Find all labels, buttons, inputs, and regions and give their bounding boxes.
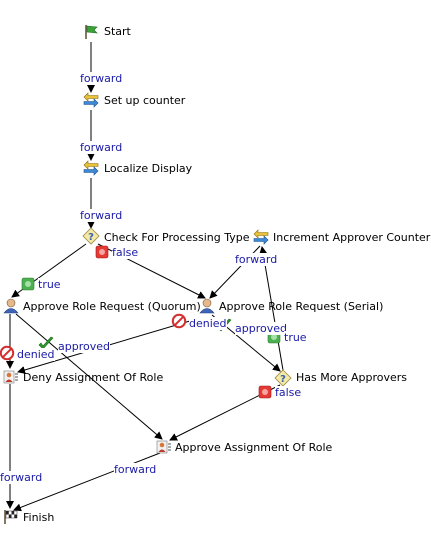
edge-label-forward[interactable]: forward <box>0 471 43 484</box>
decision-question-icon: ? <box>274 369 292 387</box>
role-assignment-icon <box>156 440 171 454</box>
denied-icon <box>171 313 187 329</box>
node-deny-assignment-of-role[interactable]: Deny Assignment Of Role <box>23 371 164 384</box>
edge-label-false[interactable]: false <box>275 386 302 399</box>
edge-approve-to-finish <box>13 452 161 512</box>
svg-text:?: ? <box>88 232 94 243</box>
green-flag-icon <box>85 25 98 39</box>
false-condition-icon <box>258 385 272 399</box>
denied-icon <box>0 345 15 361</box>
decision-question-icon: ? <box>82 227 100 245</box>
action-arrows-icon <box>83 160 99 176</box>
node-approve-role-request-quorum[interactable]: Approve Role Request (Quorum) <box>23 300 201 313</box>
false-condition-icon <box>95 245 109 259</box>
edges <box>6 42 284 512</box>
action-arrows-icon <box>83 92 99 108</box>
edge-label-approved[interactable]: approved <box>58 340 110 353</box>
node-has-more-approvers[interactable]: Has More Approvers <box>296 371 408 384</box>
node-approve-role-request-serial[interactable]: Approve Role Request (Serial) <box>219 300 384 313</box>
user-approval-icon <box>199 298 215 314</box>
node-check-processing-type[interactable]: Check For Processing Type <box>104 231 250 244</box>
node-start[interactable]: Start <box>104 25 131 38</box>
svg-text:?: ? <box>280 374 286 385</box>
node-finish[interactable]: Finish <box>23 511 55 524</box>
true-condition-icon <box>21 277 35 291</box>
edge-label-forward[interactable]: forward <box>114 463 157 476</box>
edge-quorum-to-approve <box>15 313 163 440</box>
edge-label-false[interactable]: false <box>112 246 139 259</box>
edge-label-denied[interactable]: denied <box>17 348 55 361</box>
edge-label-approved[interactable]: approved <box>235 322 287 335</box>
checkered-flag-icon <box>4 510 18 524</box>
node-localize-display[interactable]: Localize Display <box>104 162 193 175</box>
edge-hasmore-to-increment <box>259 246 284 371</box>
edge-label-true[interactable]: true <box>38 278 61 291</box>
action-arrows-icon <box>253 229 269 245</box>
node-increment-approver-counter[interactable]: Increment Approver Counter <box>273 231 431 244</box>
role-assignment-icon <box>3 370 18 384</box>
edge-label-forward[interactable]: forward <box>235 253 278 266</box>
edge-label-forward[interactable]: forward <box>80 209 123 222</box>
edge-label-denied[interactable]: denied <box>189 317 227 330</box>
user-approval-icon <box>3 298 19 314</box>
node-approve-assignment-of-role[interactable]: Approve Assignment Of Role <box>175 441 333 454</box>
node-set-up-counter[interactable]: Set up counter <box>104 94 186 107</box>
edge-label-forward[interactable]: forward <box>80 141 123 154</box>
edge-label-true[interactable]: true <box>284 331 307 344</box>
edge-label-forward[interactable]: forward <box>80 72 123 85</box>
